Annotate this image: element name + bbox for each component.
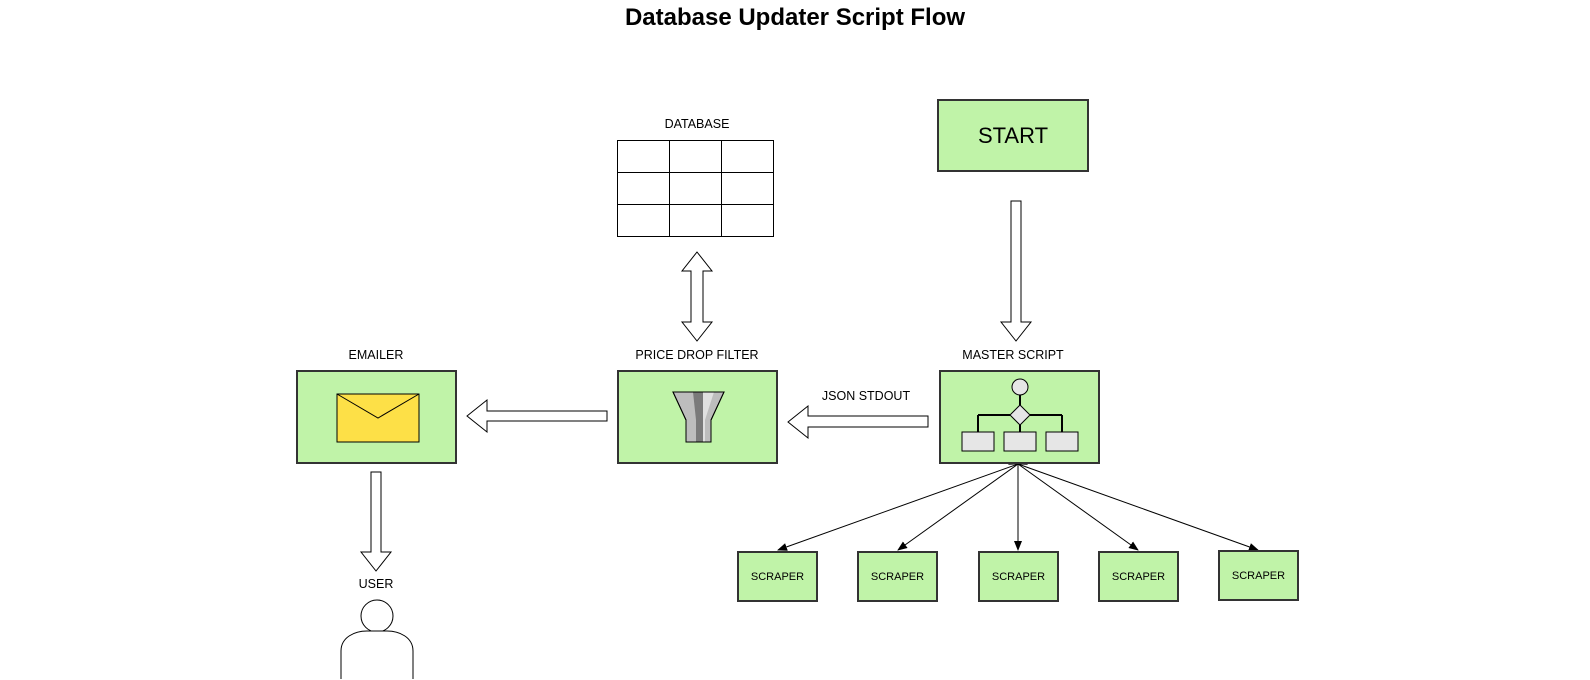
- scraper-label: SCRAPER: [870, 570, 925, 583]
- scraper-label: SCRAPER: [1231, 569, 1286, 582]
- edge-master-scraper-4: [1008, 455, 1139, 551]
- arrow-master-to-filter: [787, 404, 929, 440]
- user-label: USER: [358, 577, 394, 591]
- scraper-label: SCRAPER: [750, 570, 805, 583]
- start-node: START: [937, 99, 1089, 172]
- scraper-node-4: SCRAPER: [1098, 551, 1179, 602]
- emailer-node: [296, 370, 457, 464]
- table-icon: [617, 140, 774, 237]
- diagram-title: Database Updater Script Flow: [624, 4, 966, 31]
- edge-master-scraper-5: [1008, 457, 1259, 551]
- edge-master-scraper-2: [897, 455, 1028, 551]
- price-drop-filter-node: [617, 370, 778, 464]
- scraper-node-5: SCRAPER: [1218, 550, 1299, 601]
- edge-label-json-stdout: JSON STDOUT: [821, 389, 911, 403]
- master-script-label: MASTER SCRIPT: [962, 348, 1064, 362]
- start-label: START: [977, 122, 1049, 148]
- scraper-label: SCRAPER: [1111, 570, 1166, 583]
- emailer-label: EMAILER: [348, 348, 404, 362]
- price-drop-filter-label: PRICE DROP FILTER: [635, 348, 759, 362]
- arrow-emailer-to-user: [359, 471, 393, 572]
- database-label: DATABASE: [664, 117, 730, 131]
- scraper-node-3: SCRAPER: [978, 551, 1059, 602]
- scraper-node-2: SCRAPER: [857, 551, 938, 602]
- scraper-label: SCRAPER: [991, 570, 1046, 583]
- arrow-start-to-master: [999, 200, 1033, 342]
- envelope-icon: [336, 393, 420, 443]
- filter-funnel-icon: [672, 391, 725, 443]
- arrow-filter-to-emailer: [466, 398, 608, 434]
- user-icon: [340, 599, 414, 679]
- flowchart-icon: [961, 378, 1079, 452]
- scraper-node-1: SCRAPER: [737, 551, 818, 602]
- master-script-node: [939, 370, 1100, 464]
- arrow-database-filter: [680, 251, 714, 342]
- edge-master-scraper-1: [777, 457, 1028, 551]
